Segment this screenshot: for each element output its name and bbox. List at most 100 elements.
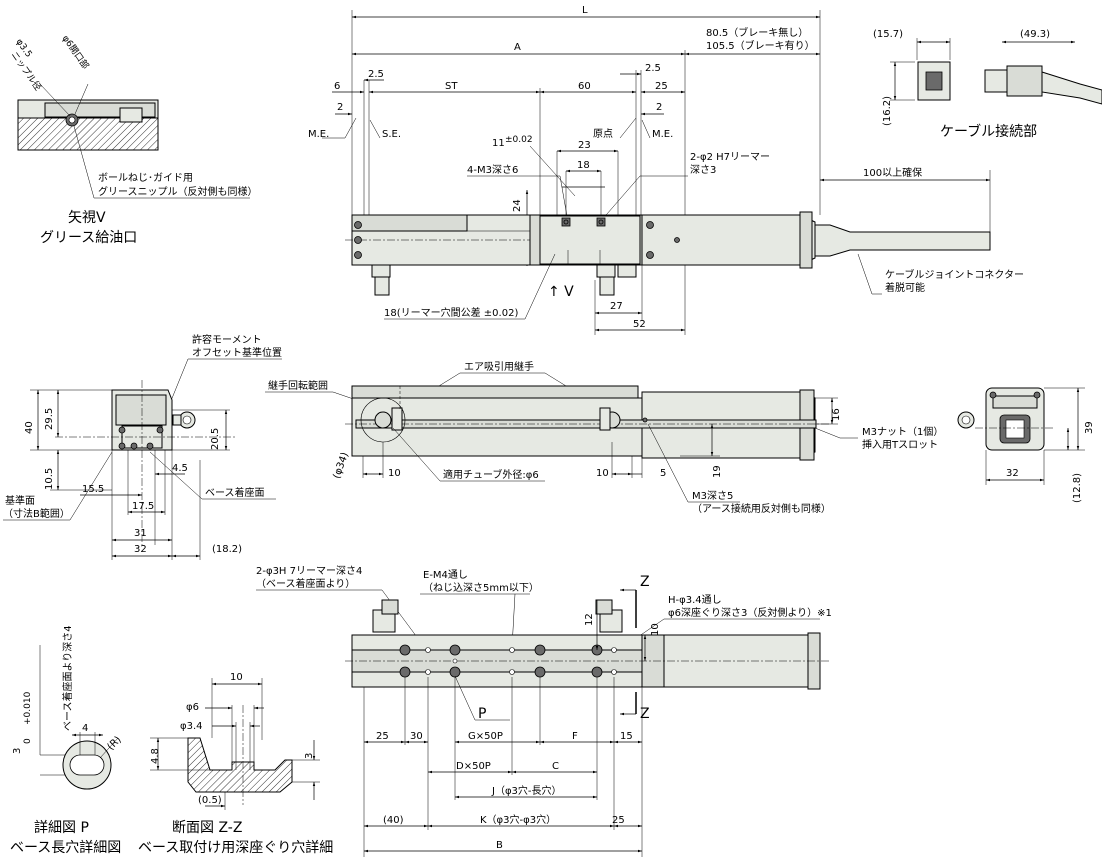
dim-ST: ST <box>445 81 458 92</box>
label-earth: （アース接続用反対側も同様） <box>692 502 831 515</box>
dim-12: 12 <box>584 613 595 626</box>
dim-4-5: 4.5 <box>172 463 188 474</box>
label-reamer-2: 深さ3 <box>690 164 716 176</box>
dim-10-zz: 10 <box>230 672 243 683</box>
dim-4-detail: 4 <box>82 723 88 734</box>
dim-3-zz: 3 <box>304 753 315 759</box>
label-m3-depth: M3深さ5 <box>692 490 733 502</box>
label-tube: 適用チューブ外径:φ6 <box>443 468 539 481</box>
dim-10-right: 10 <box>596 468 609 479</box>
label-nut-1: M3ナット（1個） <box>862 425 943 438</box>
dim-29-5: 29.5 <box>44 408 55 430</box>
dim-32: 32 <box>134 544 147 555</box>
cable-connection-view: (15.7) (16.2) (49.3) ケーブル接続部 <box>873 29 1102 140</box>
arrow-v: ↑ V <box>548 284 574 300</box>
label-m3: 4-M3深さ6 <box>467 164 518 176</box>
dim-J: J（φ3穴-長穴） <box>491 784 562 797</box>
end-view: 39 32 (12.8) <box>957 387 1095 503</box>
dim-12-8: (12.8) <box>1072 473 1083 503</box>
dim-10-5: 10.5 <box>44 468 55 490</box>
label-nut-2: 挿入用Tスロット <box>862 438 938 451</box>
label-depth: ベース着座面より深さ4 <box>61 625 74 731</box>
dim-K: K（φ3穴-φ3穴） <box>480 813 556 826</box>
dim-32-end: 32 <box>1006 468 1019 479</box>
dim-19: 19 <box>712 465 723 478</box>
dim-11: 11 <box>492 138 505 149</box>
view-v-title-1: 矢視V <box>68 210 106 226</box>
section-zz-title-1: 断面図 Z-Z <box>172 820 242 836</box>
dim-25: 25 <box>655 81 668 92</box>
label-se: S.E. <box>382 129 401 140</box>
label-cable-joint-2: 着脱可能 <box>885 281 925 294</box>
label-grease-1: ボールねじ･ガイド用 <box>98 172 193 184</box>
dim-3-tol-up: +0.010 <box>23 691 33 725</box>
label-moment-2: オフセット基準位置 <box>192 346 282 359</box>
dim-17-5: 17.5 <box>132 501 154 512</box>
view-v-grease: φ3.5 ニップル径 φ6開口部 ボールねじ･ガイド用 グリースニップル（反対側… <box>9 33 258 246</box>
dim-phi3-4: φ3.4 <box>180 721 203 732</box>
dim-16: 16 <box>831 408 842 421</box>
dim-F: F <box>572 731 578 742</box>
dim-15-7: (15.7) <box>873 29 903 40</box>
label-h-1: H-φ3.4通し <box>668 594 722 606</box>
dim-L: L <box>582 5 588 16</box>
dim-dx50p: D×50P <box>456 761 491 772</box>
dim-gx50p: G×50P <box>468 731 503 742</box>
detail-p-title-2: ベース長穴詳細図 <box>10 840 121 856</box>
section-zz-title-2: ベース取付け用深座ぐり穴詳細 <box>138 840 333 856</box>
label-cable-joint-1: ケーブルジョイントコネクター <box>885 268 1024 281</box>
label-origin: 原点 <box>593 128 613 140</box>
dim-40-bottom: (40) <box>383 815 404 826</box>
dim-24: 24 <box>512 199 523 212</box>
dim-R: (R) <box>106 734 124 752</box>
label-em4-2: （ねじ込深さ5mm以下） <box>423 582 539 594</box>
detail-p: 3 +0.010 0 ベース着座面より深さ4 4 (R) 詳細図 P ベース長穴… <box>10 625 124 856</box>
dim-2-right: 2 <box>656 102 662 113</box>
dim-2-5-left: 2.5 <box>368 69 384 80</box>
dim-15-5: 15.5 <box>82 484 104 495</box>
dim-39: 39 <box>1084 421 1095 434</box>
label-reamer-1: 2-φ2 H7リーマー <box>690 152 770 163</box>
dim-phi34: (φ34) <box>331 451 351 480</box>
dim-23: 23 <box>578 140 591 151</box>
dim-5: 5 <box>660 468 666 479</box>
front-view: エア吸引用継手 継手回転範囲 (φ34) 10 適用チューブ外径:φ6 <box>265 360 943 515</box>
dim-100: 100以上確保 <box>863 166 922 179</box>
dim-4-8: 4.8 <box>150 748 161 764</box>
dim-0-5: (0.5) <box>198 795 222 806</box>
dim-49-3: (49.3) <box>1020 29 1050 40</box>
dim-60: 60 <box>578 81 591 92</box>
dim-10-bottom: 10 <box>650 623 661 636</box>
dim-3-tol-low: 0 <box>23 738 33 744</box>
section-zz: φ6 φ3.4 10 4.8 3 (0.5) 断面図 Z-Z ベース取付け用深座… <box>138 672 333 856</box>
left-side-view: 許容モーメント オフセット基準位置 40 29.5 10.5 20.5 4.5 <box>3 333 282 560</box>
label-ref-1: 基準面 <box>5 494 35 507</box>
dim-52: 52 <box>633 319 646 330</box>
dim-C: C <box>552 761 559 772</box>
dim-motor-nobrake: 80.5（ブレーキ無し） <box>706 26 808 39</box>
dim-18-2: (18.2) <box>212 544 242 555</box>
cable-title: ケーブル接続部 <box>940 123 1037 140</box>
dim-25-left-bottom: 25 <box>376 731 389 742</box>
dim-A: A <box>514 42 521 53</box>
label-ream-3h-1: 2-φ3H 7リーマー深さ4 <box>256 565 362 577</box>
dim-40: 40 <box>24 421 35 434</box>
dim-11-tol: ±0.02 <box>505 135 533 145</box>
label-em4-1: E-M4通し <box>423 569 468 581</box>
dim-6: 6 <box>334 81 340 92</box>
top-view: L A 80.5（ブレーキ無し） 105.5（ブレーキ有り） 6 2.5 ST … <box>308 5 1024 335</box>
label-reamer-pitch: 18(リーマー穴間公差 ±0.02) <box>384 306 518 319</box>
dim-30: 30 <box>410 731 423 742</box>
dim-16-2: (16.2) <box>882 96 893 126</box>
dim-2-left: 2 <box>337 102 343 113</box>
dim-phi6: φ6 <box>186 702 199 713</box>
dim-B: B <box>496 840 503 851</box>
dim-3-detail: 3 <box>12 748 23 754</box>
dim-15: 15 <box>620 731 633 742</box>
bottom-view: 2-φ3H 7リーマー深さ4 （ベース着座面より） E-M4通し （ねじ込深さ5… <box>256 565 832 857</box>
dim-20-5: 20.5 <box>210 428 221 450</box>
label-air: エア吸引用継手 <box>464 360 534 373</box>
label-z-top: Z <box>640 574 650 590</box>
dim-27: 27 <box>610 301 623 312</box>
